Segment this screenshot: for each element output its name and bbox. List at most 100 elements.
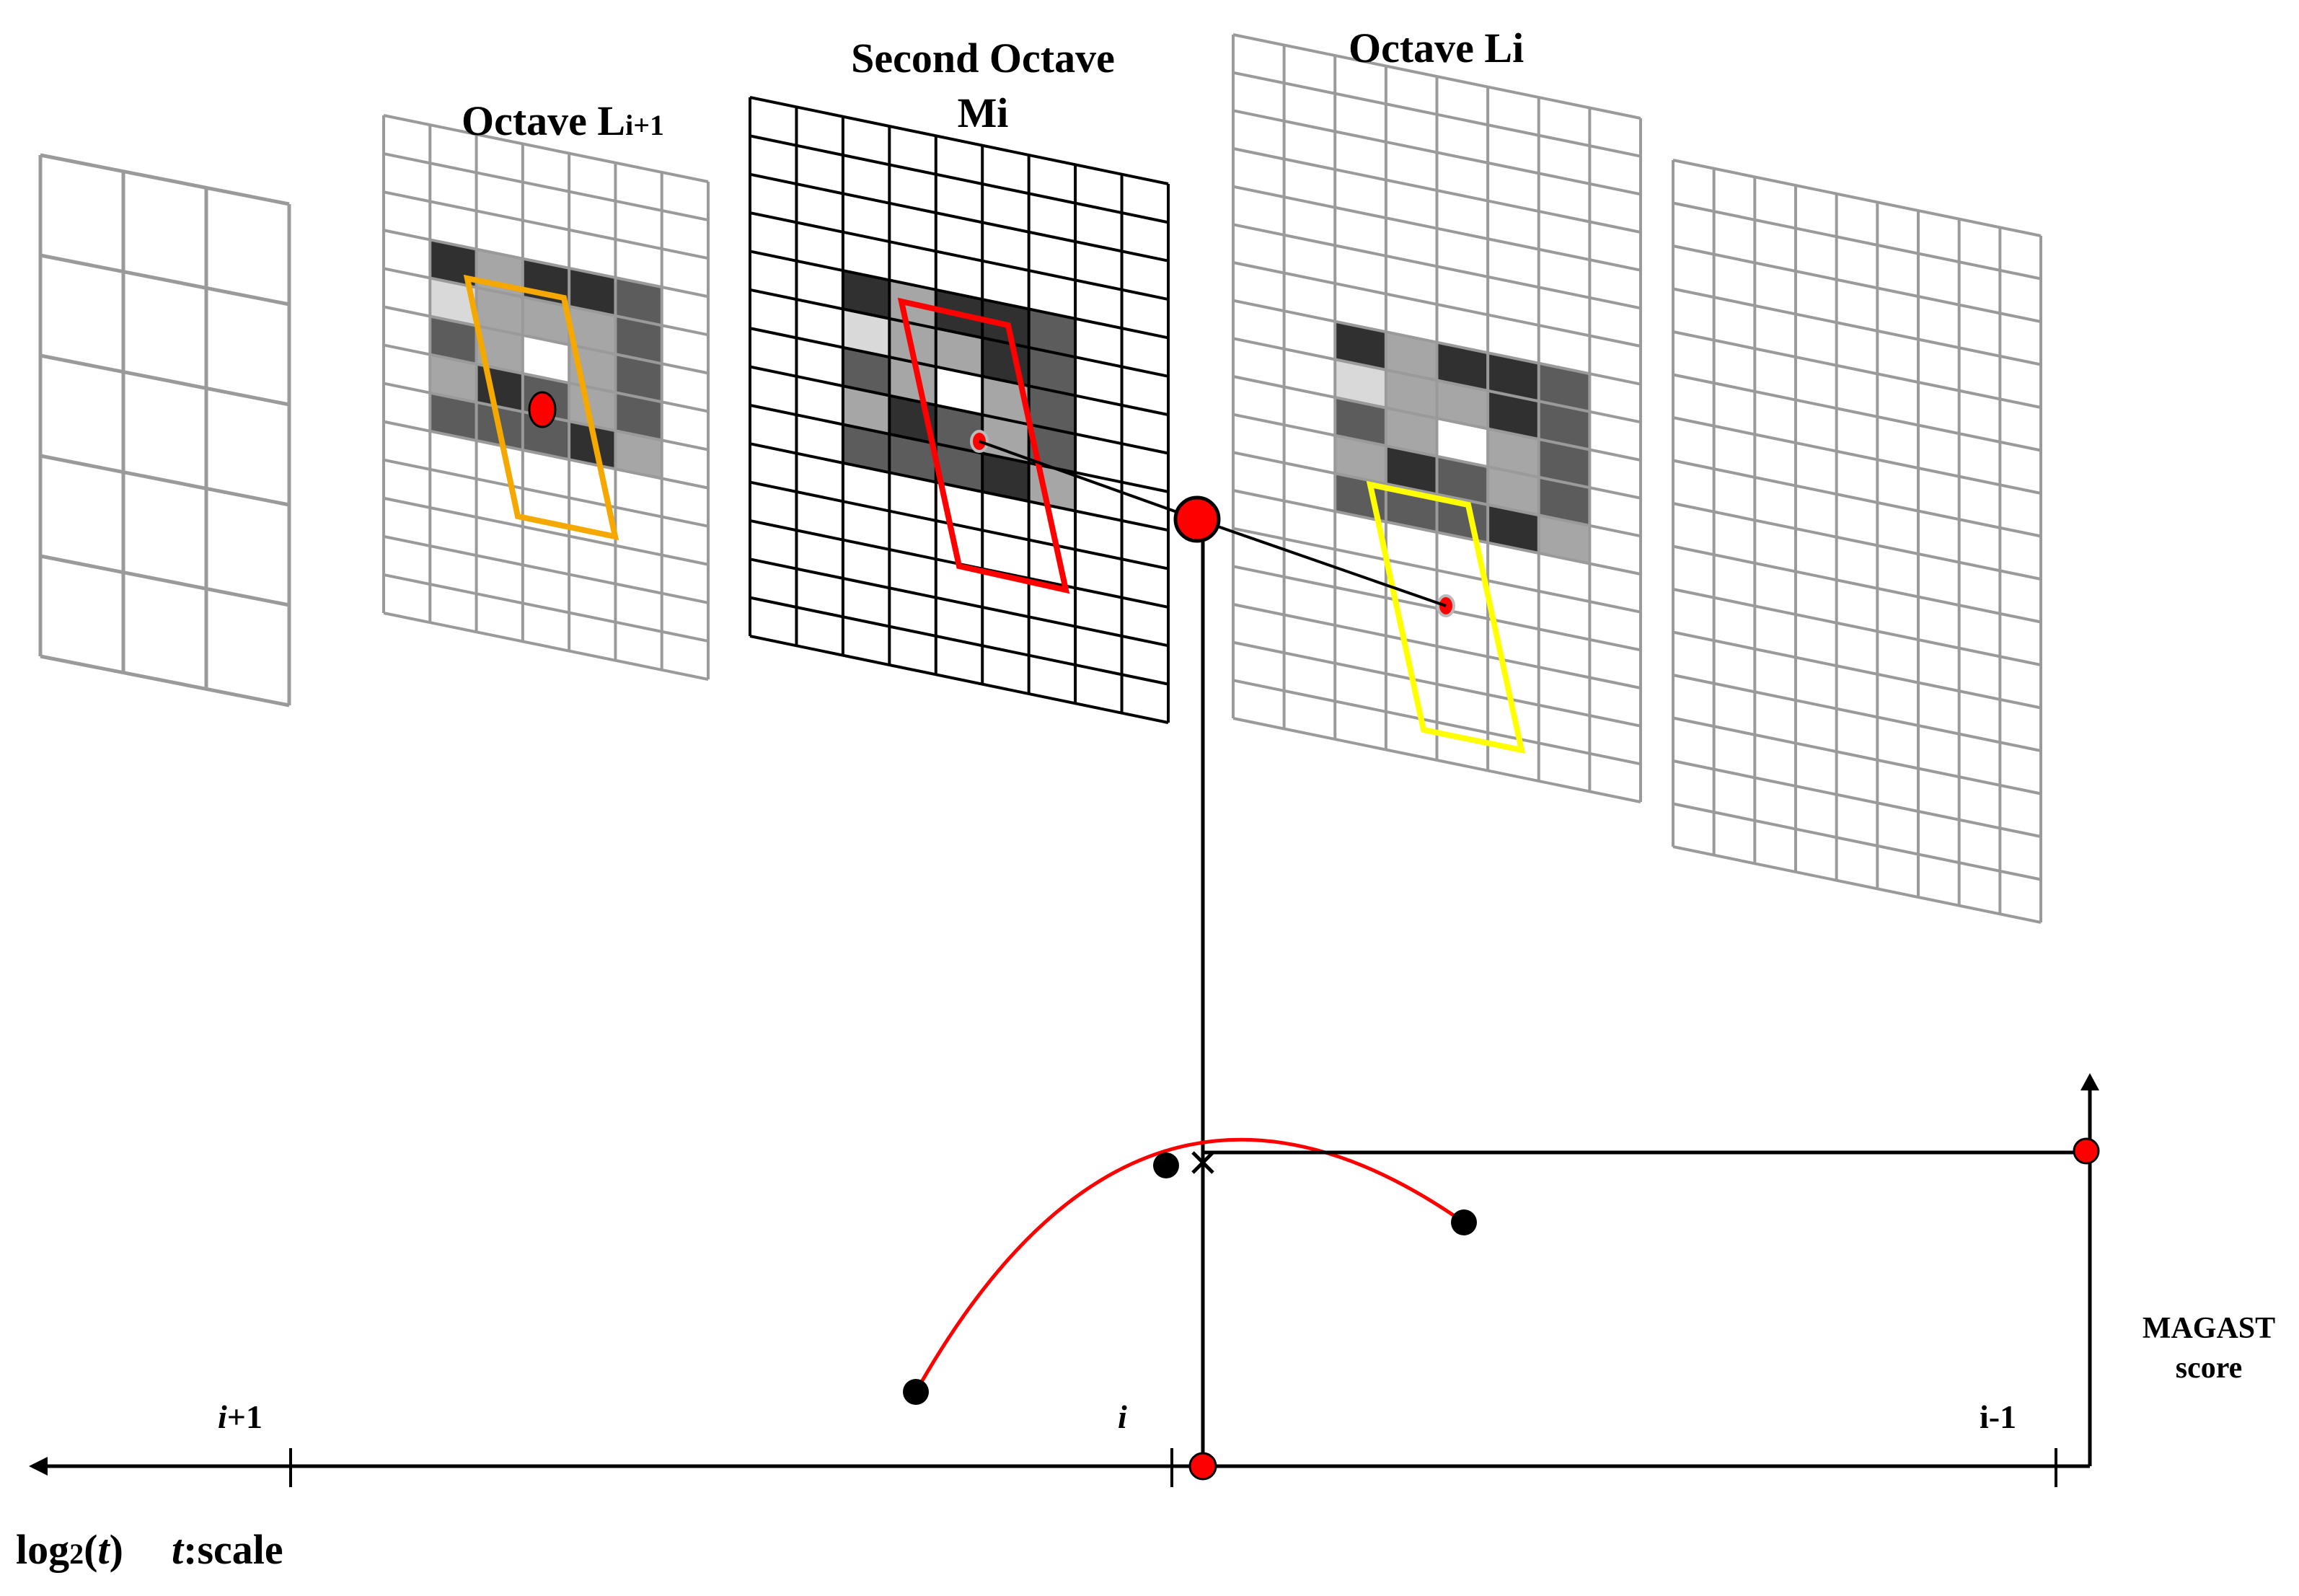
octave-l-cell [1538,515,1590,564]
second-octave-cell [1028,347,1076,396]
octave-l-cell [1488,353,1539,402]
octave-l-next-cell [430,354,477,402]
sample-point-peak [1153,1152,1179,1178]
octave-l-next-cell [569,268,616,317]
octave-l-next-cell [430,392,477,441]
octave-l-next-cell [522,296,570,345]
octave-l-cell [1437,456,1488,505]
second-octave-row-line [749,172,1169,263]
second-octave-row-line [749,403,1169,493]
grid-right-row-line [1672,759,2042,838]
octave-l-next-row-line [383,420,709,490]
octave-l-cell [1385,332,1437,381]
octave-l-grid [1232,33,1642,803]
octave-l-next-cell [430,278,477,326]
octave-l-next-cell [430,316,477,364]
grid-panel-right [1672,159,2042,924]
octave-l-next-row-line [383,573,709,643]
grid-right-row-line [1672,674,2042,752]
octave-l-row-line [1232,223,1641,310]
magast-sublabel: score [2176,1352,2243,1385]
second-octave-row-line [749,96,1169,185]
second-octave-grid [749,96,1170,724]
octave-l-row-line [1232,71,1641,158]
score-curve [914,1137,1465,1393]
cross-icon [1191,1151,1214,1174]
second-octave-row-line [749,635,1169,724]
second-octave-row-line [749,134,1169,224]
grid-right-row-line [1672,716,2042,795]
second-octave-cell [982,376,1029,425]
octave-l-next-cell [476,287,523,335]
second-octave-cell [842,270,890,319]
octave-l-row-line [1232,109,1641,196]
axis-scale-label: t:scale [172,1526,283,1573]
octave-l-cell [1335,321,1386,370]
octave-l-row-line [1232,679,1641,766]
second-octave-cell [842,309,890,358]
grid-left-row-line [40,454,290,507]
second-octave-cell [842,386,890,434]
second-octave-row-line [749,557,1169,648]
octave-l-cell [1385,407,1437,457]
octave-l-next-panel [382,114,710,681]
second-octave-cell [935,366,983,415]
octave-l-row-line [1232,640,1641,728]
octave-l-title: Octave Li [1349,25,1524,71]
octave-l-next-cell [522,335,570,384]
second-octave-cell [982,453,1029,502]
grid-right-row-line [1672,845,2042,924]
octave-l-next-cell [569,421,616,469]
octave-l-row-line [1232,261,1641,348]
octave-l-next-cell [569,306,616,355]
yellow-window [1366,480,1526,754]
octave-l-next-row-line [383,534,709,604]
grid-left-row-line [40,353,290,407]
octave-l-next-row-line [383,458,709,528]
grid-right-row-line [1672,588,2042,666]
octave-l-cell [1437,342,1488,391]
octave-l-row-line [1232,489,1641,576]
grid-right-row-line [1672,201,2042,281]
octave-l-next-row-line [383,343,709,413]
octave-l-cell [1538,477,1590,526]
octave-l-row-line [1232,413,1641,500]
octave-l-cells [1335,321,1590,564]
grid-right-row-line [1672,459,2042,538]
octave-l-row-line [1232,375,1641,462]
octave-l-next-title: Octave Li+1 [462,97,664,144]
magast-label: MAGAST [2143,1312,2275,1345]
grid-right-row-line [1672,244,2042,323]
octave-l-cell [1538,363,1590,412]
second-octave-cell [842,424,890,473]
octave-l-cell [1335,435,1386,484]
second-octave-subtitle: Mi [958,89,1009,136]
grid-right-row-line [1672,545,2042,624]
octave-l-row-line [1232,33,1641,120]
octave-l-cell [1335,359,1386,408]
octave-l-next-cell [615,316,662,364]
octave-l-next-cell [569,383,616,431]
second-octave-cell [982,415,1029,463]
tick-label-i-plus-1: i+1 [218,1398,262,1435]
octave-l-cell [1488,390,1539,439]
octave-l-cell [1488,428,1539,477]
octave-l-cell [1488,467,1539,516]
octave-l-next-row-line [383,190,709,260]
detected-keypoint [1173,495,1221,543]
grid-left-row-line [40,554,290,607]
octave-l-row-line [1232,337,1641,424]
octave-l-panel [1232,33,1642,803]
octave-l-next-cell [615,392,662,441]
orange-window [463,274,619,541]
score-point [2073,1137,2100,1165]
octave-l-next-row-line [383,612,709,681]
grid-right-row-line [1672,802,2042,881]
grid-left-row-line [40,253,290,307]
second-octave-row-line [749,250,1169,340]
grid-right-row-line [1672,330,2042,409]
connector-octave-l [1196,518,1447,607]
second-octave-cell [1028,309,1076,358]
second-octave-cell [842,347,890,396]
